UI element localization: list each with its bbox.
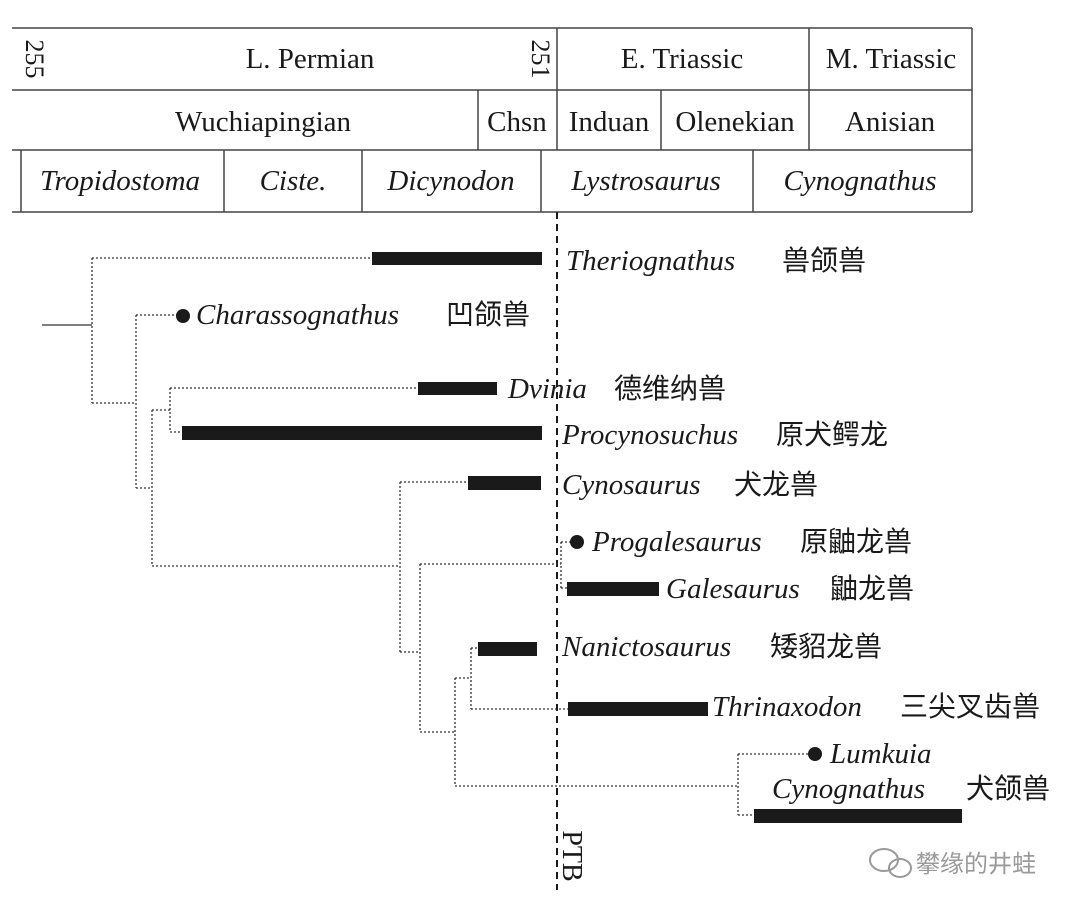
zone-cynognathus: Cynognathus [783,165,936,197]
taxon-procynosuchus: Procynosuchus [561,419,738,451]
taxon-thrinaxodon: Thrinaxodon [712,691,862,723]
taxon-cynognathus-cn: 犬颌兽 [966,772,1050,805]
age-boundary-label: 251 [526,40,555,79]
taxon-thrinaxodon-cn: 三尖叉齿兽 [900,690,1040,723]
taxon-cynognathus: Cynognathus [772,773,925,805]
taxon-cynosaurus-cn: 犬龙兽 [734,468,818,501]
chat-bubble-icon [869,848,912,878]
zone-cistecephalus: Ciste. [260,165,327,197]
range-bar-galesaurus [567,582,659,596]
ptb-label: PTB [556,830,587,881]
taxon-labels: Theriognathus 兽颌兽 Charassognathus 凹颌兽 Dv… [196,244,1050,805]
range-bar-cynosaurus [468,476,541,490]
epoch-late-permian: L. Permian [246,43,375,75]
range-bar-procynosuchus [182,426,542,440]
epoch-early-triassic: E. Triassic [621,43,743,75]
taxon-dvinia-cn: 德维纳兽 [614,372,726,405]
taxon-lumkuia: Lumkuia [829,738,932,770]
range-bar-theriognathus [372,252,542,265]
point-charassognathus [176,309,190,323]
taxon-charassognathus-cn: 凹颌兽 [446,298,530,331]
watermark: 攀缘的井蛙 [869,848,1036,878]
stage-changhsingian: Chsn [487,106,547,138]
stage-induan: Induan [569,106,650,138]
watermark-text: 攀缘的井蛙 [916,850,1036,878]
zone-tropidostoma: Tropidostoma [40,165,200,197]
taxon-theriognathus-cn: 兽颌兽 [782,244,866,277]
range-bar-cynognathus [754,809,962,823]
range-bar-thrinaxodon [568,702,708,716]
epoch-middle-triassic: M. Triassic [826,43,957,75]
range-bars [176,252,962,823]
taxon-procynosuchus-cn: 原犬鳄龙 [776,418,888,451]
taxon-nanictosaurus: Nanictosaurus [561,631,731,663]
range-bar-dvinia [418,382,497,395]
age-start-label: 255 [20,40,49,79]
zone-lystrosaurus: Lystrosaurus [570,165,721,197]
stage-wuchiapingian: Wuchiapingian [175,106,351,138]
point-progalesaurus [570,535,584,549]
taxon-progalesaurus: Progalesaurus [591,526,762,558]
stratigraphic-header [12,27,973,213]
range-bar-nanictosaurus [478,642,537,656]
taxon-nanictosaurus-cn: 矮貂龙兽 [770,630,882,663]
taxon-progalesaurus-cn: 原鼬龙兽 [800,525,912,558]
taxon-dvinia: Dvinia [507,373,587,405]
stage-anisian: Anisian [845,106,936,138]
taxon-charassognathus: Charassognathus [196,299,399,331]
stage-olenekian: Olenekian [675,106,795,138]
taxon-galesaurus-cn: 鼬龙兽 [830,572,914,605]
taxon-theriognathus: Theriognathus [566,245,735,277]
point-lumkuia [808,747,822,761]
zone-dicynodon: Dicynodon [386,165,514,197]
cladogram-branches [42,257,815,816]
taxon-cynosaurus: Cynosaurus [562,469,701,501]
taxon-galesaurus: Galesaurus [666,573,800,605]
